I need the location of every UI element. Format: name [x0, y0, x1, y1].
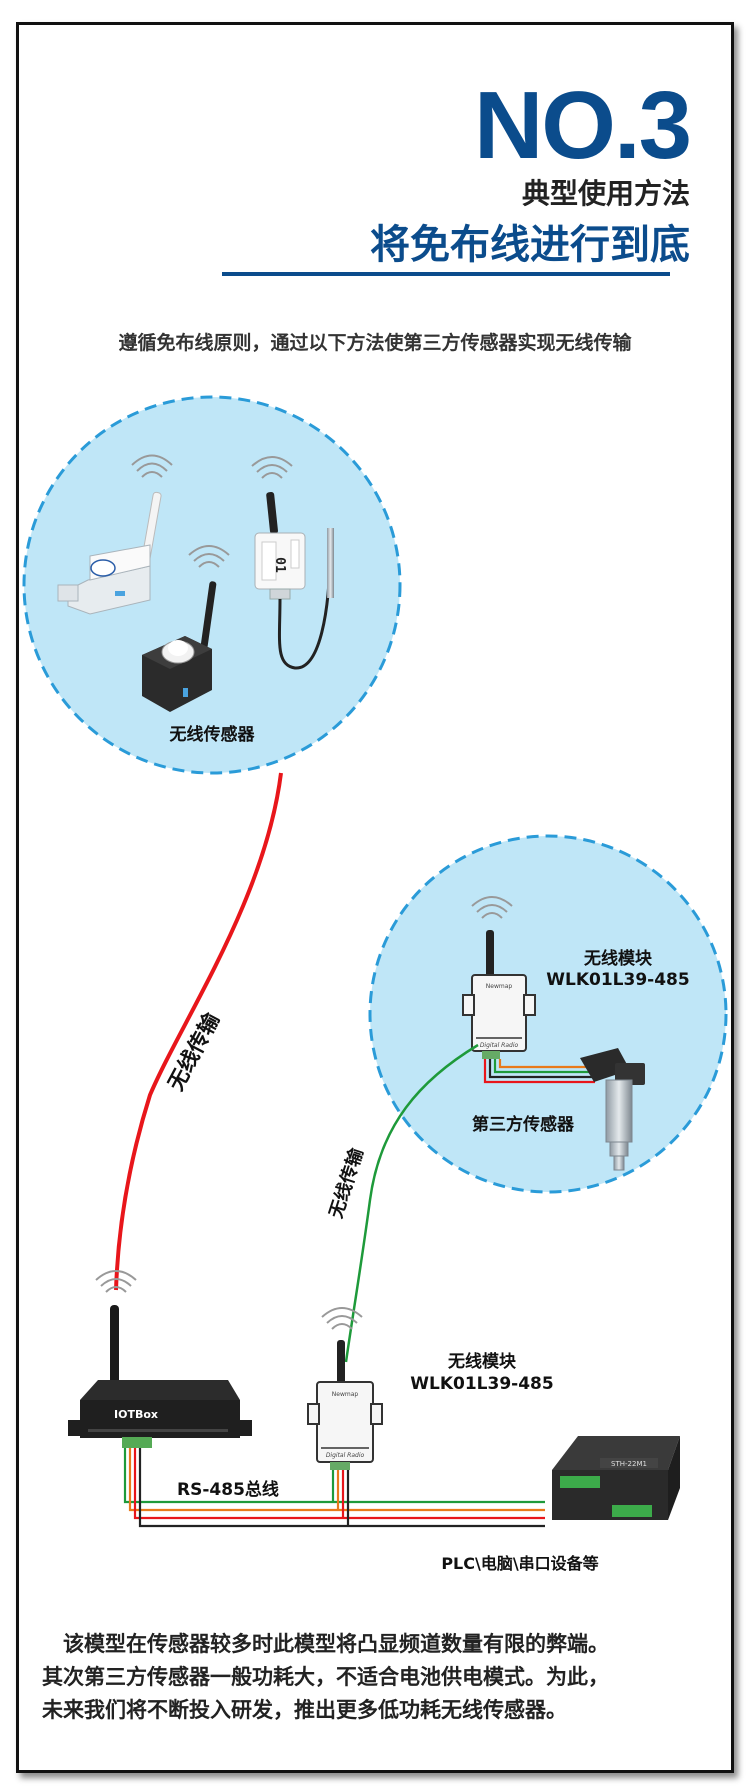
wireless-sensor-3: 01 — [251, 456, 334, 670]
title-underline — [222, 272, 670, 276]
wireless-sensors-label: 无线传感器 — [169, 725, 255, 745]
footer-line-2: 其次第三方传感器一般功耗大，不适合电池供电模式。为此， — [42, 1665, 609, 1689]
module-top-model: WLK01L39-485 — [546, 970, 690, 990]
section-title: 将免布线进行到底 — [370, 222, 690, 268]
intro-text: 遵循免布线原则，通过以下方法使第三方传感器实现无线传输 — [118, 332, 632, 354]
section-subtitle: 典型使用方法 — [521, 177, 690, 210]
iotbox-gateway: IOTBox — [68, 1270, 252, 1448]
wireless-sensor-2 — [142, 545, 230, 712]
third-party-sensor-label: 第三方传感器 — [472, 1115, 574, 1135]
wireless-module-bottom: Newmap Digital Radio — [307, 1307, 383, 1470]
section-number: NO.3 — [473, 72, 692, 179]
rs485-bus-wires — [123, 1448, 545, 1528]
plc-brand: STH-22M1 — [611, 1460, 647, 1468]
footer-line-1: 该模型在传感器较多时此模型将凸显频道数量有限的弊端。 — [42, 1632, 609, 1656]
third-party-sensor — [580, 1048, 645, 1171]
gateway-brand: IOTBox — [114, 1408, 158, 1421]
footer-paragraph: 该模型在传感器较多时此模型将凸显频道数量有限的弊端。 其次第三方传感器一般功耗大… — [42, 1628, 702, 1727]
module-top-brand: Newmap — [486, 983, 513, 990]
module-bottom-brand: Newmap — [332, 1391, 359, 1398]
module-bottom-label: 无线模块 — [448, 1352, 516, 1372]
rs485-bus-label: RS-485总线 — [177, 1480, 279, 1500]
wireless-module-top: Newmap Digital Radio — [462, 896, 536, 1059]
wireless-link-green — [344, 1043, 479, 1363]
module-circle — [368, 834, 728, 1194]
module-to-sensor-wires — [483, 1059, 595, 1084]
footer-line-3: 未来我们将不断投入研发，推出更多低功耗无线传感器。 — [42, 1698, 567, 1722]
plc-device: STH-22M1 — [552, 1436, 680, 1520]
module-bottom-model: WLK01L39-485 — [410, 1374, 554, 1394]
wireless-link-red — [114, 772, 283, 1291]
wireless-transfer-label-2: 无线传输 — [325, 1145, 368, 1221]
sensor-tag-number: 01 — [272, 557, 287, 573]
module-top-label: 无线模块 — [584, 949, 652, 969]
module-bottom-footer: Digital Radio — [326, 1452, 365, 1459]
plc-label: PLC\电脑\串口设备等 — [441, 1554, 599, 1573]
wireless-sensor-1 — [57, 454, 173, 615]
module-top-footer: Digital Radio — [480, 1042, 519, 1049]
